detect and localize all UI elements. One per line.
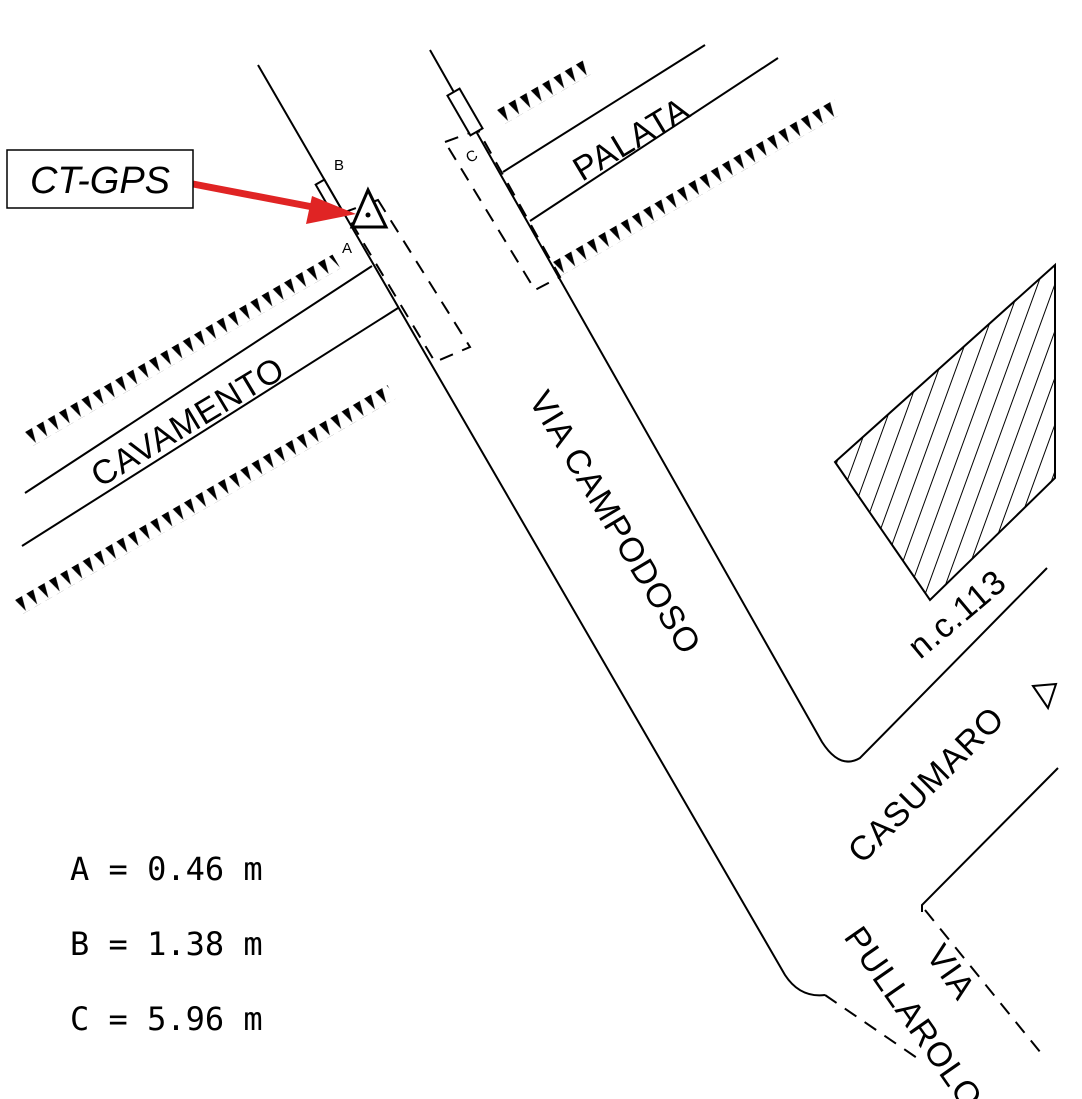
direction-triangle-icon bbox=[1031, 682, 1058, 711]
legend-c: C = 5.96 m bbox=[70, 1000, 263, 1038]
pullarolo-dash-east bbox=[924, 909, 1046, 1059]
cavamento-embankment-upper bbox=[25, 254, 341, 446]
gps-point-icon bbox=[349, 186, 389, 229]
legend-b: B = 1.38 m bbox=[70, 925, 263, 963]
marker-a-label: A bbox=[342, 240, 352, 257]
marker-c-label: C bbox=[463, 146, 481, 166]
palata-embankment-lower bbox=[553, 99, 843, 276]
ct-gps-arrow-icon bbox=[192, 180, 356, 224]
palata-edge-north bbox=[502, 44, 706, 173]
crossing-palata-dashed bbox=[443, 128, 562, 292]
building-hatched bbox=[833, 262, 1056, 602]
street-via: VIA bbox=[918, 938, 982, 1007]
legend-a: A = 0.46 m bbox=[70, 850, 263, 888]
palata-embankment-upper bbox=[496, 60, 592, 124]
cavamento-edge-north bbox=[24, 265, 373, 494]
street-via-campodoso: VIA CAMPODOSO bbox=[521, 385, 708, 662]
cavamento-edge-south bbox=[21, 307, 399, 547]
campodoso-edge-west bbox=[257, 64, 826, 997]
marker-b-label: B bbox=[334, 157, 344, 174]
ct-gps-callout: CT-GPS bbox=[6, 149, 194, 209]
marker-c-rect bbox=[446, 87, 484, 137]
street-pullarolo: PULLAROLO bbox=[836, 920, 989, 1099]
casumaro-edge-south bbox=[921, 767, 1059, 912]
cavamento-embankment-lower bbox=[15, 385, 396, 614]
ct-gps-label: CT-GPS bbox=[30, 160, 170, 202]
palata-edge-south bbox=[529, 57, 779, 222]
pullarolo-dash-west bbox=[824, 994, 921, 1061]
street-casumaro: CASUMARO bbox=[841, 699, 1012, 870]
street-palata: PALATA bbox=[567, 90, 697, 189]
campodoso-edge-east bbox=[429, 49, 1048, 763]
